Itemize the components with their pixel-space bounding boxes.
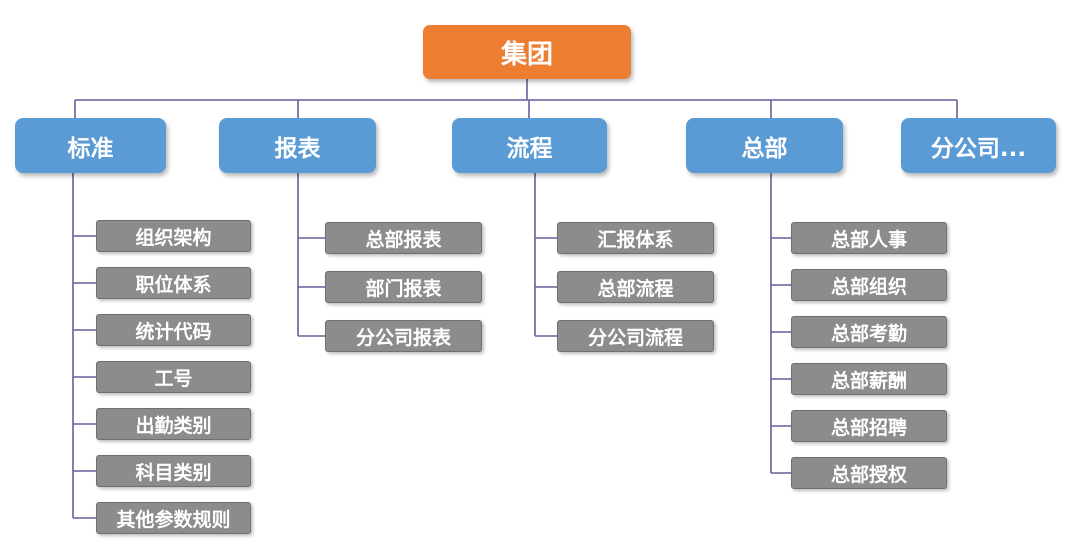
root-node: 集团 bbox=[423, 25, 631, 79]
category-node-process: 流程 bbox=[452, 118, 607, 173]
leaf-node: 分公司流程 bbox=[557, 320, 714, 352]
leaf-node: 科目类别 bbox=[96, 455, 251, 487]
leaf-node: 总部招聘 bbox=[791, 410, 947, 442]
category-node-branch: 分公司... bbox=[901, 118, 1056, 173]
leaf-node: 汇报体系 bbox=[557, 222, 714, 254]
leaf-node: 工号 bbox=[96, 361, 251, 393]
leaf-node: 职位体系 bbox=[96, 267, 251, 299]
leaf-node: 总部组织 bbox=[791, 269, 947, 301]
leaf-node: 总部报表 bbox=[325, 222, 482, 254]
leaf-node: 总部流程 bbox=[557, 271, 714, 303]
leaf-node: 统计代码 bbox=[96, 314, 251, 346]
leaf-node: 总部薪酬 bbox=[791, 363, 947, 395]
category-node-headquarters: 总部 bbox=[686, 118, 843, 173]
category-node-standard: 标准 bbox=[15, 118, 166, 173]
leaf-node: 组织架构 bbox=[96, 220, 251, 252]
leaf-node: 总部授权 bbox=[791, 457, 947, 489]
leaf-node: 总部考勤 bbox=[791, 316, 947, 348]
leaf-node: 总部人事 bbox=[791, 222, 947, 254]
category-node-reports: 报表 bbox=[219, 118, 376, 173]
leaf-node: 分公司报表 bbox=[325, 320, 482, 352]
leaf-node: 部门报表 bbox=[325, 271, 482, 303]
leaf-node: 其他参数规则 bbox=[96, 502, 251, 534]
leaf-node: 出勤类别 bbox=[96, 408, 251, 440]
